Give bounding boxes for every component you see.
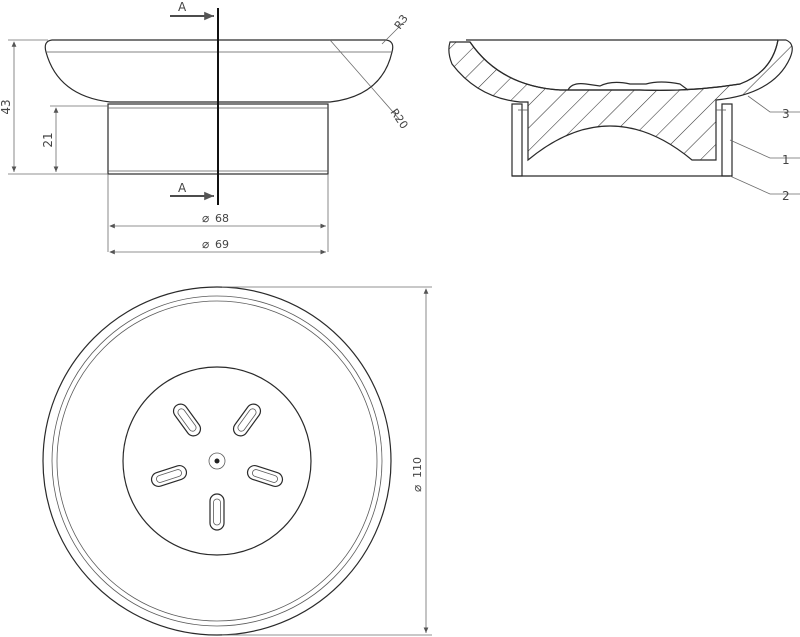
height-43-label: 43 xyxy=(0,99,13,114)
drain-slot xyxy=(209,493,225,531)
section-label-top: A xyxy=(178,0,187,14)
top-view: ⌀ 110 xyxy=(42,286,432,636)
center-hole xyxy=(214,458,220,464)
r3-leader xyxy=(381,21,405,45)
diameter-110-label: 110 xyxy=(411,457,424,478)
part-number-1: 1 xyxy=(782,153,790,167)
dish-inner-surface xyxy=(469,39,779,91)
diameter-69-symbol: ⌀ xyxy=(202,237,209,251)
front-view: A A 43 21 R3 R20 ⌀ 68 ⌀ 69 xyxy=(0,0,411,255)
diameter-68-symbol: ⌀ xyxy=(202,211,209,225)
diameter-110-symbol: ⌀ xyxy=(410,485,424,492)
part-number-2: 2 xyxy=(782,189,790,203)
leader-part-2 xyxy=(729,175,800,195)
height-21-label: 21 xyxy=(41,132,55,147)
part-number-3: 3 xyxy=(782,107,790,121)
leader-part-1 xyxy=(729,139,800,159)
diameter-69-label: 69 xyxy=(215,238,229,251)
section-view: 3 1 2 xyxy=(448,39,800,203)
r3-label: R3 xyxy=(392,12,411,31)
r20-leader xyxy=(329,39,401,121)
center-boss xyxy=(208,452,226,470)
dish-outer-circle xyxy=(42,286,392,636)
sleeve-left xyxy=(511,103,523,177)
drain-slot xyxy=(150,465,188,487)
dish-bowl-outline xyxy=(44,39,394,103)
drain-slot-profile xyxy=(567,81,689,91)
dish-rim-circle xyxy=(51,295,383,627)
drain-slot xyxy=(246,465,284,487)
diameter-68-label: 68 xyxy=(215,212,229,225)
leader-part-3 xyxy=(747,95,800,113)
drain-area-circle xyxy=(122,366,312,556)
section-label-bottom: A xyxy=(178,181,187,195)
dish-section-body xyxy=(448,39,793,162)
dish-inner-rim-circle xyxy=(56,300,378,622)
drain-slot xyxy=(172,403,202,437)
drain-slot xyxy=(232,403,262,437)
